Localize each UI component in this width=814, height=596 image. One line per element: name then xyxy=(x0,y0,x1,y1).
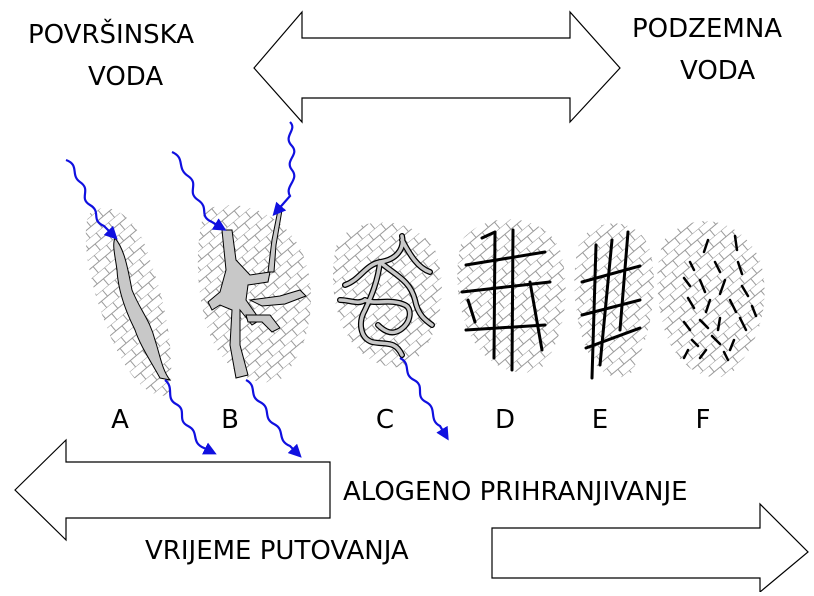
fractures-f xyxy=(682,234,758,362)
flow-arrow-b-in-right xyxy=(272,121,296,216)
conduit-c-fill xyxy=(338,234,434,357)
panel-label-e: E xyxy=(591,405,609,435)
conduit-a xyxy=(113,237,172,381)
flow-arrow-b-out xyxy=(245,379,302,458)
fractures-e xyxy=(580,230,642,380)
surface-ground-double-arrow xyxy=(253,10,621,124)
conduit-b xyxy=(207,209,307,379)
flow-arrow-c-out xyxy=(399,357,449,441)
travel-time-label: VRIJEME PUTOVANJA xyxy=(145,536,409,566)
groundwater-label-line1: PODZEMNA xyxy=(632,14,783,44)
flow-arrow-b-in-left xyxy=(171,150,227,231)
panel-label-c: C xyxy=(375,405,395,435)
flow-arrow-a-out xyxy=(164,379,217,455)
surface-water-label-line2: VODA xyxy=(88,62,164,92)
recharge-arrow-left xyxy=(14,438,331,542)
panel-label-d: D xyxy=(494,405,516,435)
surface-water-label-line1: POVRŠINSKA xyxy=(28,20,195,50)
panel-label-a: A xyxy=(111,405,129,435)
flow-arrows xyxy=(65,121,449,458)
flow-arrow-a-in xyxy=(65,158,118,240)
panel-label-b: B xyxy=(221,405,239,435)
travel-time-arrow-right xyxy=(491,502,809,594)
recharge-label: ALOGENO PRIHRANJIVANJE xyxy=(343,477,688,507)
rock-hatch-areas xyxy=(85,205,765,396)
groundwater-label-line2: VODA xyxy=(680,56,756,86)
fractures-d xyxy=(460,228,552,372)
panel-label-f: F xyxy=(695,405,711,435)
